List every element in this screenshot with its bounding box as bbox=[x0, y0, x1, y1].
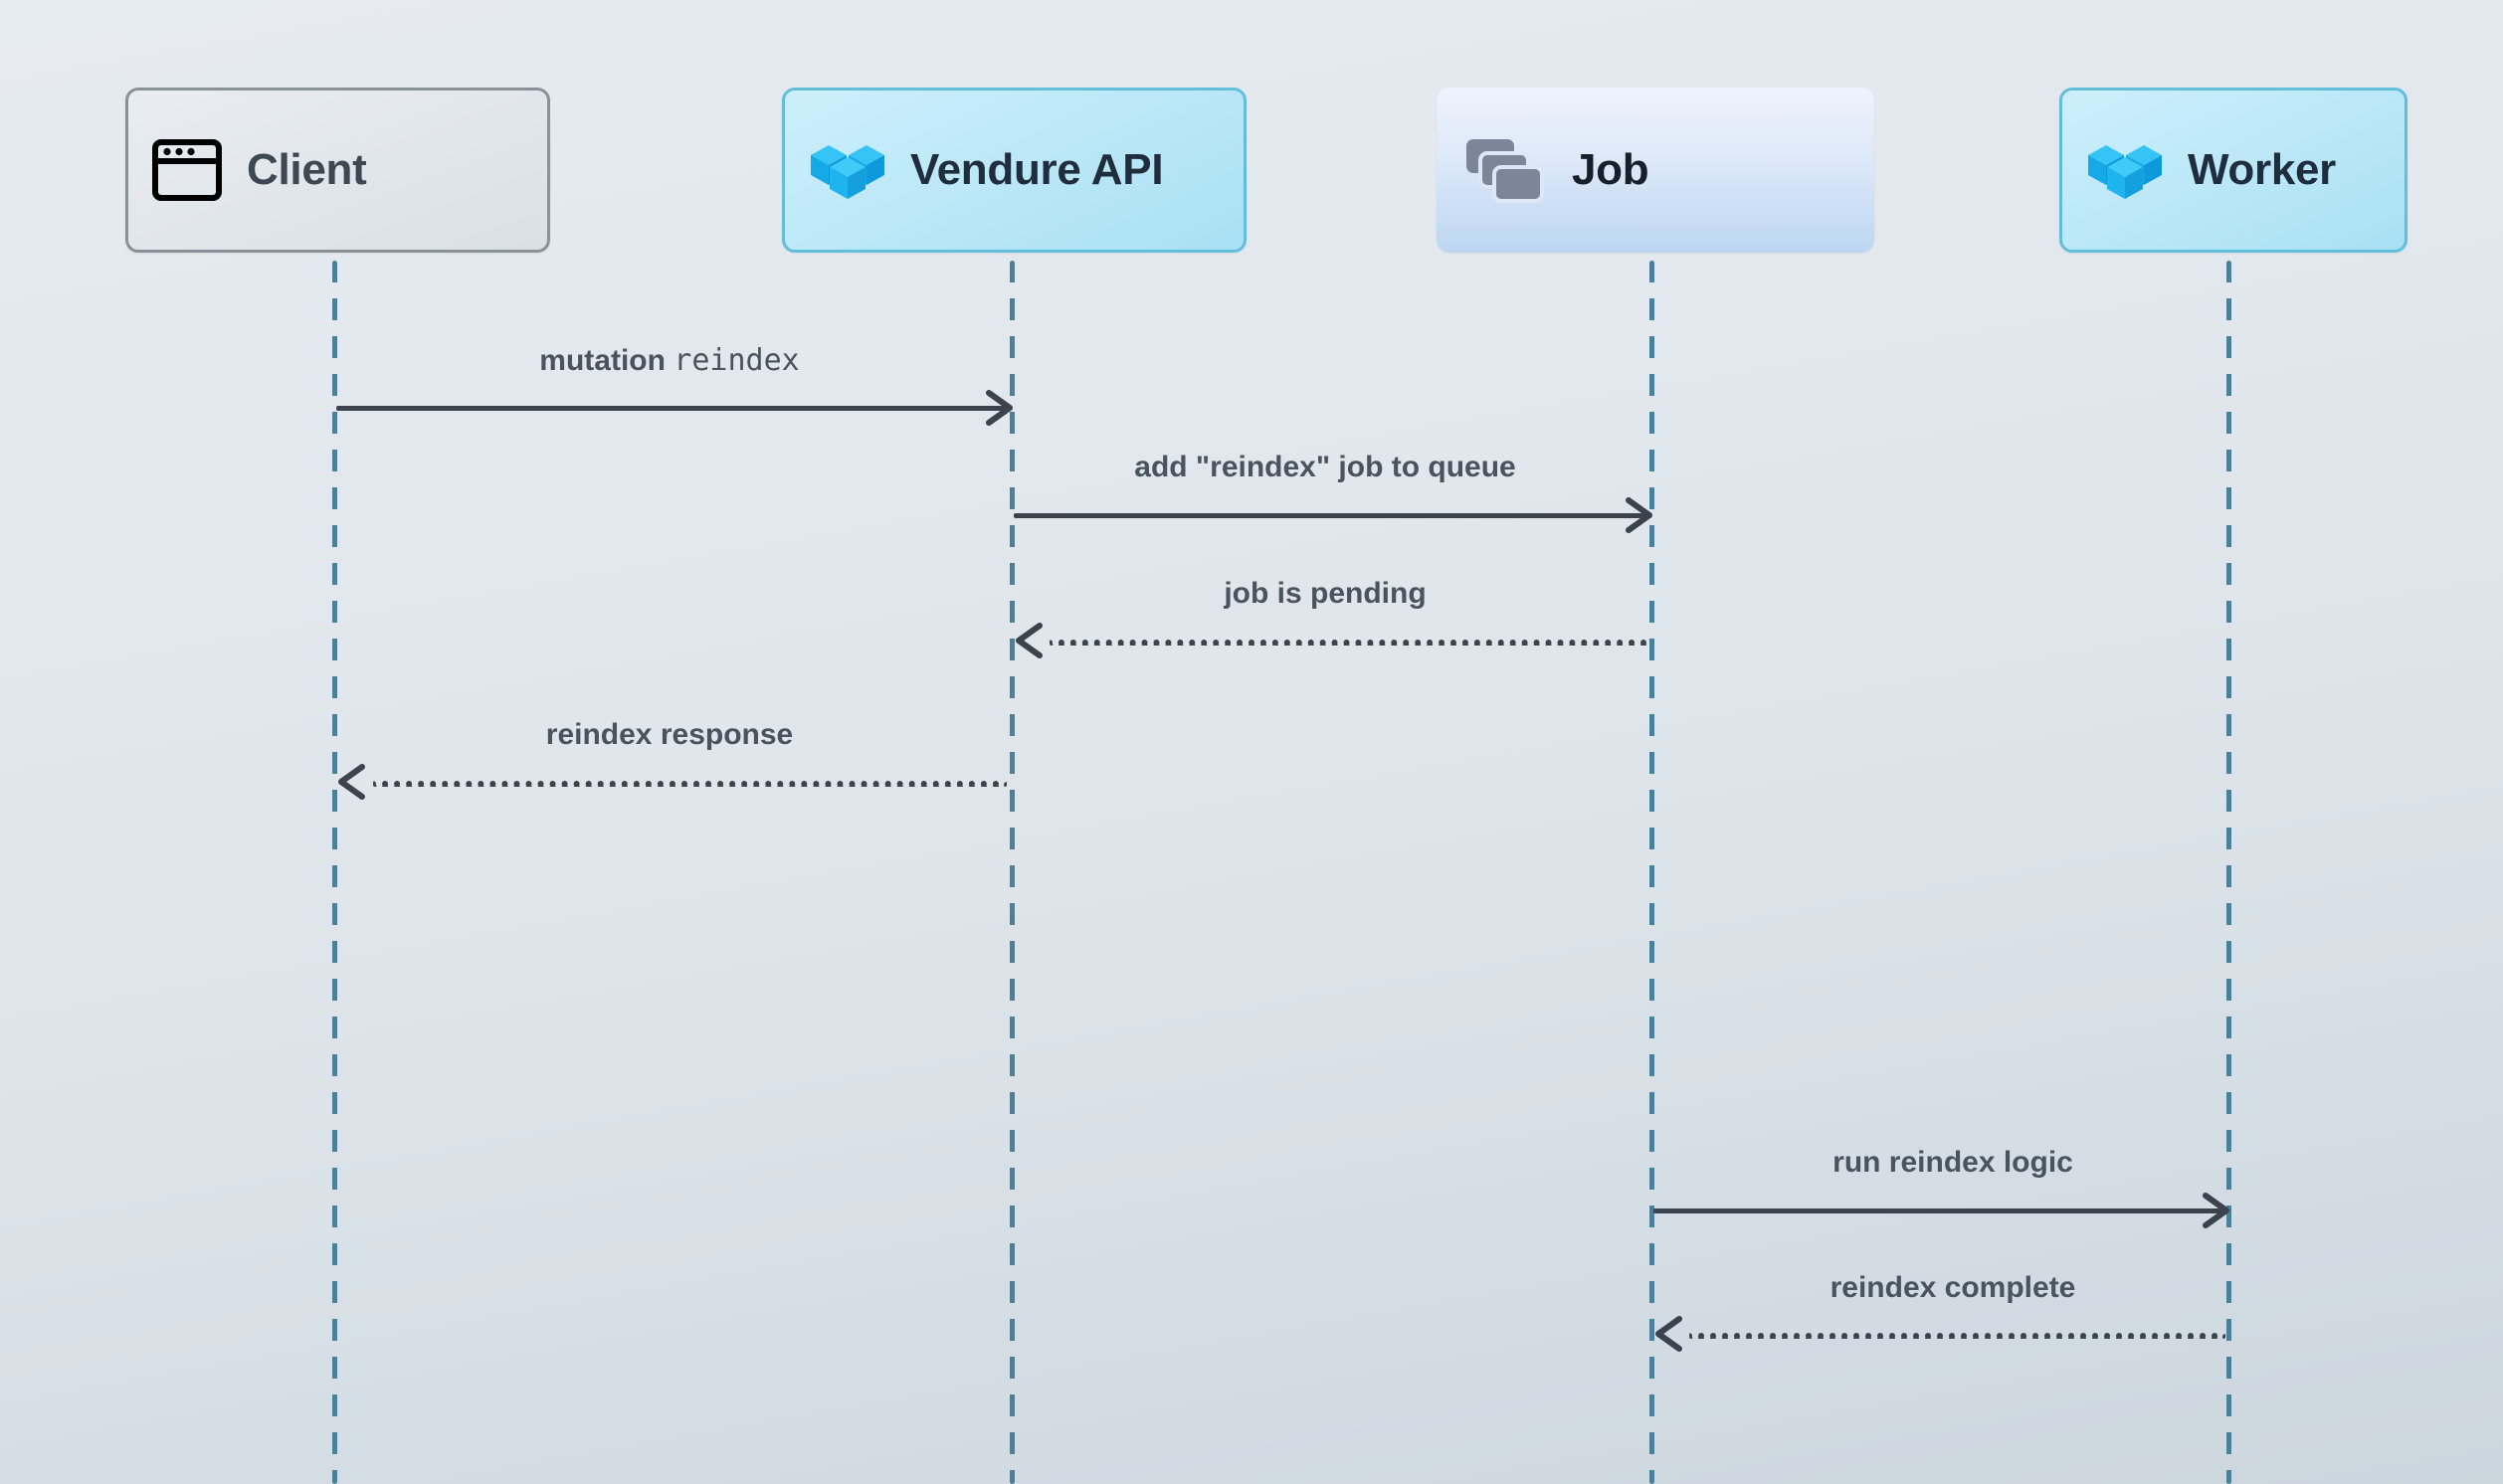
message-label-job-is-pending: job is pending bbox=[1224, 577, 1427, 610]
message-label-text-mono: reindex bbox=[674, 343, 800, 378]
arrowhead-right bbox=[979, 390, 1013, 426]
message-label-reindex-response: reindex response bbox=[545, 718, 794, 751]
participant-label-vendure-api: Vendure API bbox=[910, 145, 1164, 194]
participant-client[interactable]: Client bbox=[125, 88, 550, 253]
browser-window-icon bbox=[152, 139, 222, 201]
participant-worker[interactable]: Worker bbox=[2059, 88, 2407, 253]
message-label-text-prefix: mutation bbox=[539, 344, 666, 377]
message-label-add-reindex-job: add "reindex" job to queue bbox=[1134, 451, 1516, 483]
arrowhead-right bbox=[2196, 1193, 2229, 1228]
arrowhead-left bbox=[1016, 623, 1050, 658]
lifeline-job bbox=[1649, 261, 1654, 1484]
arrowhead-left bbox=[1655, 1316, 1689, 1352]
message-label-run-reindex-logic: run reindex logic bbox=[1832, 1146, 2073, 1179]
participant-label-job: Job bbox=[1572, 145, 1649, 194]
participant-job[interactable]: Job bbox=[1437, 88, 1874, 253]
message-line-job-is-pending bbox=[1050, 640, 1648, 646]
message-line-run-reindex-logic bbox=[1653, 1208, 2225, 1213]
message-label-reindex-complete: reindex complete bbox=[1829, 1271, 2076, 1304]
vendure-cubes-icon bbox=[2086, 137, 2164, 203]
vendure-cubes-icon bbox=[809, 137, 886, 203]
lifeline-client bbox=[332, 261, 337, 1484]
message-line-add-reindex-job bbox=[1014, 513, 1648, 518]
participant-label-client: Client bbox=[247, 145, 367, 194]
stacked-cards-icon bbox=[1464, 135, 1544, 205]
arrowhead-right bbox=[1619, 497, 1652, 533]
message-line-mutation-reindex bbox=[336, 406, 1009, 411]
participant-vendure-api[interactable]: Vendure API bbox=[782, 88, 1247, 253]
message-line-reindex-complete bbox=[1689, 1333, 2225, 1339]
message-label-mutation-reindex: mutation reindex bbox=[539, 343, 799, 378]
arrowhead-left bbox=[338, 764, 372, 800]
participant-label-worker: Worker bbox=[2188, 145, 2336, 194]
lifeline-vendure-api bbox=[1010, 261, 1015, 1484]
message-line-reindex-response bbox=[373, 781, 1007, 787]
lifeline-worker bbox=[2226, 261, 2231, 1484]
